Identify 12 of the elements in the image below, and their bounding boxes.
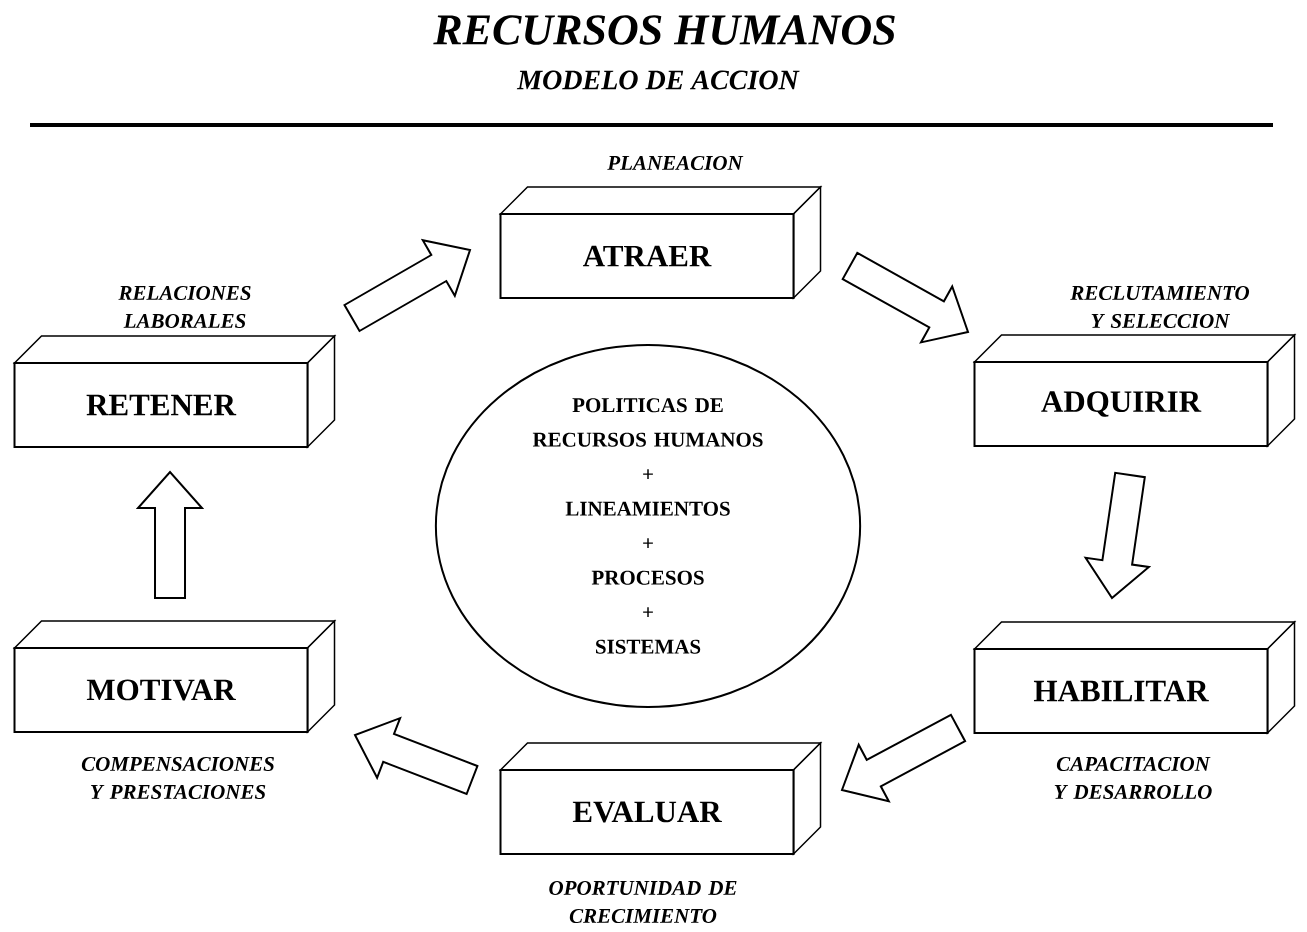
title: RECURSOS HUMANOS [433, 15, 895, 45]
block-arrow [1083, 471, 1152, 600]
node-label: CAPACITACION Y DESARROLLO [1054, 756, 1212, 800]
subtitle: MODELO DE ACCION [516, 70, 800, 90]
block-arrow [135, 470, 205, 599]
block-arrow [840, 713, 967, 803]
node-label: PLANEACION [607, 155, 744, 171]
node-label: OPORTUNIDAD DE CRECIMIENTO [549, 880, 737, 924]
node-label: COMPENSACIONES Y PRESTACIONES [81, 756, 274, 800]
block-arrow [841, 251, 970, 344]
node-label: RELACIONES LABORALES [118, 285, 251, 329]
node-label: RECLUTAMIENTO Y SELECCION [1070, 285, 1250, 329]
